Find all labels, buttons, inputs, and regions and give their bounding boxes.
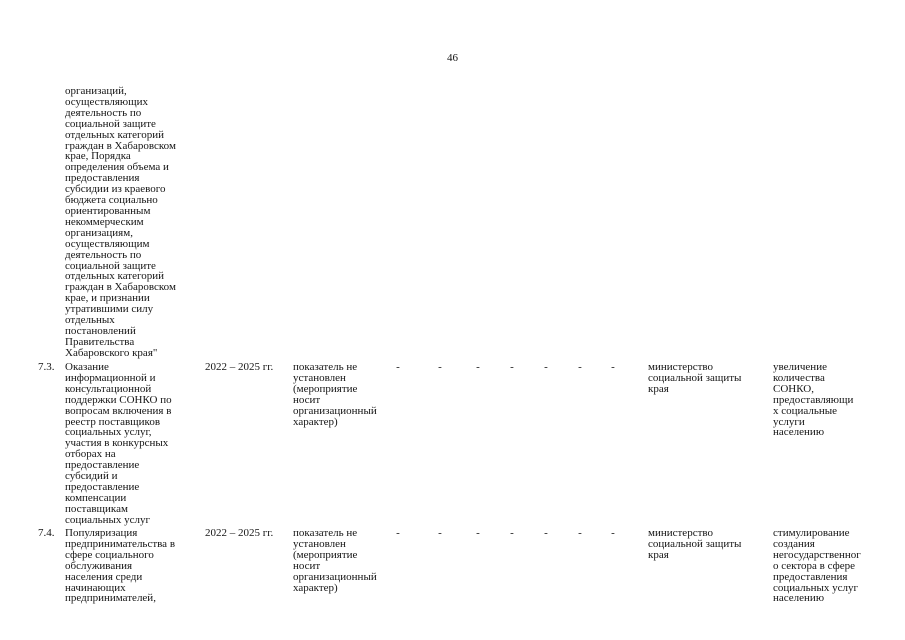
cell-dash: - (611, 361, 615, 373)
page-number: 46 (447, 52, 458, 64)
cell-executor: министерство социальной защиты края (648, 361, 742, 395)
cell-activity: Популяризация предпринимательства в сфер… (65, 527, 176, 605)
cell-indicator: показатель не установлен (мероприятие но… (293, 527, 377, 594)
cell-dash: - (611, 527, 615, 539)
cell-dash: - (476, 527, 480, 539)
cell-activity: Оказание информационной и консультационн… (65, 361, 172, 526)
cell-period: 2022 – 2025 гг. (205, 527, 274, 539)
cell-dash: - (396, 361, 400, 373)
cell-result: увеличение количества СОНКО, предоставля… (773, 361, 854, 439)
cell-dash: - (510, 527, 514, 539)
cell-dash: - (578, 361, 582, 373)
cell-dash: - (510, 361, 514, 373)
cell-dash: - (438, 527, 442, 539)
cell-dash: - (578, 527, 582, 539)
cell-dash: - (476, 361, 480, 373)
cell-indicator: показатель не установлен (мероприятие но… (293, 361, 377, 428)
cell-activity-continuation: организаций, осуществляющих деятельность… (65, 85, 176, 359)
cell-executor: министерство социальной защиты края (648, 527, 742, 561)
cell-period: 2022 – 2025 гг. (205, 361, 274, 373)
cell-dash: - (396, 527, 400, 539)
cell-dash: - (544, 527, 548, 539)
cell-result: стимулирование создания негосударственно… (773, 527, 861, 605)
cell-number: 7.4. (38, 527, 55, 539)
cell-dash: - (544, 361, 548, 373)
cell-dash: - (438, 361, 442, 373)
cell-number: 7.3. (38, 361, 55, 373)
